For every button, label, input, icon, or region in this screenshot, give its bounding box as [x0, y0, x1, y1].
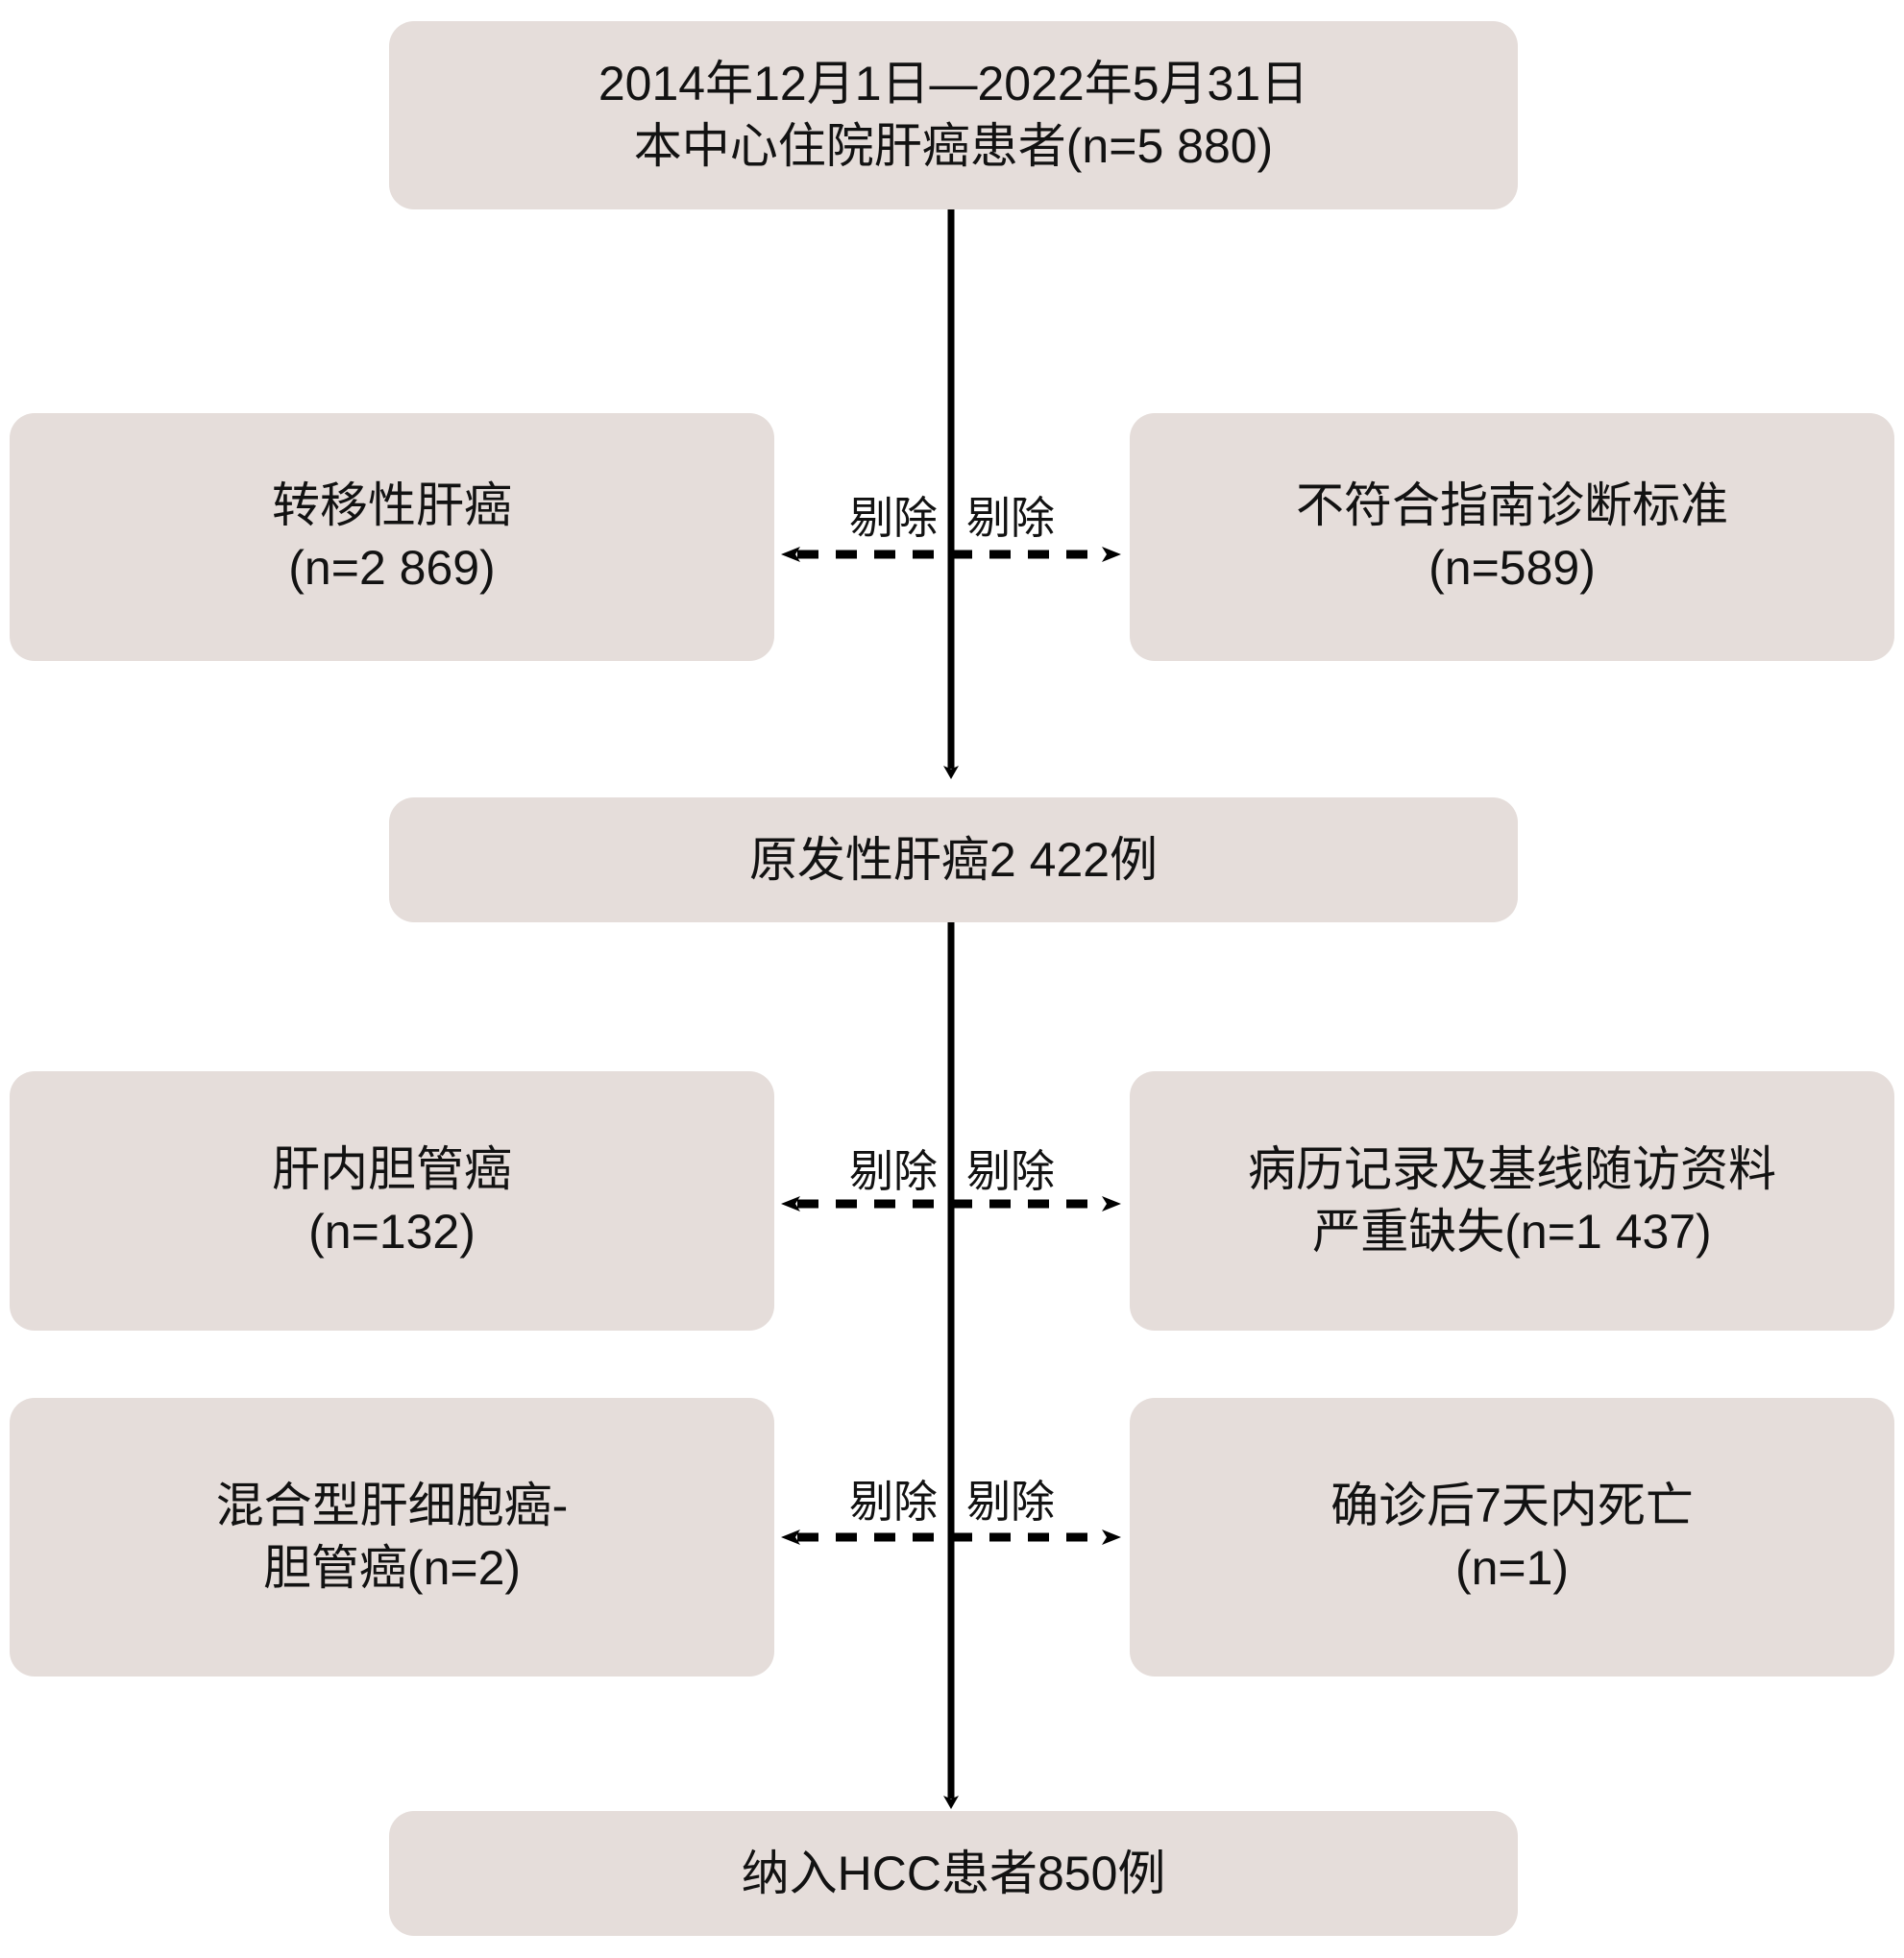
node-excluded-metastatic: 转移性肝癌 (n=2 869) [10, 413, 774, 661]
exclusion-label-row2-left: 剔除 [849, 1146, 938, 1196]
node-excluded-missing-records-label: 病历记录及基线随访资料 严重缺失(n=1 437) [1248, 1142, 1776, 1259]
node-excluded-early-death-label: 确诊后7天内死亡 (n=1) [1330, 1479, 1694, 1595]
node-excluded-criteria-label: 不符合指南诊断标准 (n=589) [1296, 478, 1728, 595]
node-excluded-mixed-hcc-cca-label: 混合型肝细胞癌- 胆管癌(n=2) [215, 1479, 569, 1595]
node-excluded-early-death: 确诊后7天内死亡 (n=1) [1130, 1398, 1894, 1677]
exclusion-label-row3-right: 剔除 [966, 1477, 1055, 1527]
exclusion-label-row2-right: 剔除 [966, 1146, 1055, 1196]
node-included-hcc: 纳入HCC患者850例 [389, 1811, 1518, 1936]
exclusion-label-row1-right: 剔除 [966, 493, 1055, 543]
node-primary-liver-cancer: 原发性肝癌2 422例 [389, 797, 1518, 922]
node-included-hcc-label: 纳入HCC患者850例 [741, 1846, 1166, 1900]
node-excluded-mixed-hcc-cca: 混合型肝细胞癌- 胆管癌(n=2) [10, 1398, 774, 1677]
node-primary-liver-cancer-label: 原发性肝癌2 422例 [748, 832, 1159, 887]
node-excluded-intrahepatic-cholangiocarcinoma: 肝内胆管癌 (n=132) [10, 1071, 774, 1331]
exclusion-label-row1-left: 剔除 [849, 493, 938, 543]
node-excluded-missing-records: 病历记录及基线随访资料 严重缺失(n=1 437) [1130, 1071, 1894, 1331]
node-excluded-criteria: 不符合指南诊断标准 (n=589) [1130, 413, 1894, 661]
exclusion-label-row3-left: 剔除 [849, 1477, 938, 1527]
node-source-population-label: 2014年12月1日—2022年5月31日 本中心住院肝癌患者(n=5 880) [598, 57, 1309, 173]
node-source-population: 2014年12月1日—2022年5月31日 本中心住院肝癌患者(n=5 880) [389, 21, 1518, 209]
node-excluded-metastatic-label: 转移性肝癌 (n=2 869) [272, 478, 512, 595]
node-excluded-intrahepatic-cholangiocarcinoma-label: 肝内胆管癌 (n=132) [272, 1142, 512, 1259]
